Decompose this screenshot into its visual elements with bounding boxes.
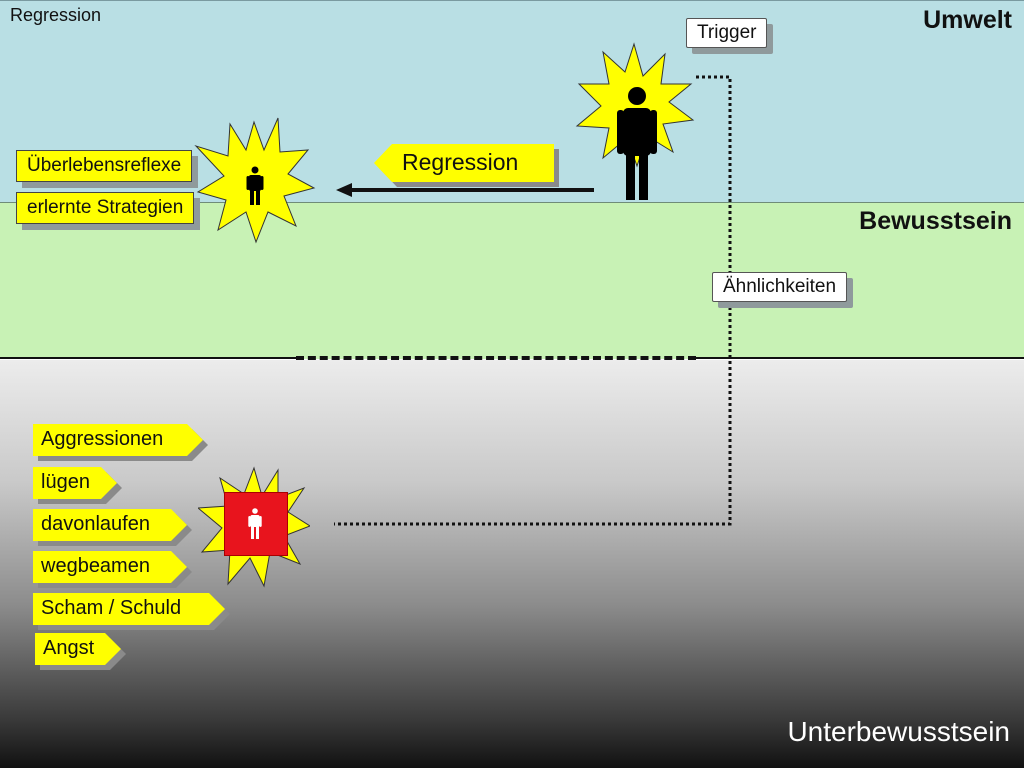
regression-tag-label: Regression [402,149,519,175]
learned-strategies-label: erlernte Strategien [16,192,195,224]
page-title: Regression [10,5,102,25]
reaction-tag: lügen [33,467,117,499]
reaction-tag: Aggressionen [33,424,203,456]
zone-title-subconscious: Unterbewusstsein [787,716,1010,747]
boundary-line-right [696,357,1024,359]
person-icon [617,87,657,200]
reaction-label: Aggressionen [41,428,164,450]
reaction-label: Angst [43,637,95,659]
starburst-icon [575,42,695,168]
reaction-tag: davonlaufen [33,509,187,541]
reaction-label: Scham / Schuld [41,597,182,619]
zone-title-consciousness: Bewusstsein [859,207,1012,235]
zone-title-environment: Umwelt [923,6,1012,34]
regression-arrowhead [336,183,352,197]
consciousness-zone [0,202,1024,359]
reaction-label: lügen [41,471,90,493]
boundary-line-left [0,357,296,359]
trigger-connector [334,75,732,526]
similarities-label: Ähnlichkeiten [712,272,848,302]
reaction-tag: Scham / Schuld [33,593,225,625]
survival-reflexes-label: Überlebensreflexe [16,150,193,182]
reaction-tag: Angst [35,633,121,665]
person-icon-alarm [248,508,262,539]
reaction-label: davonlaufen [41,513,150,535]
boundary-dashed-line [296,356,696,360]
reaction-label: wegbeamen [41,555,150,577]
person-icon-small [246,166,264,205]
reaction-tag: wegbeamen [33,551,187,583]
regression-tag: Regression [374,144,554,182]
trigger-label: Trigger [686,18,768,48]
